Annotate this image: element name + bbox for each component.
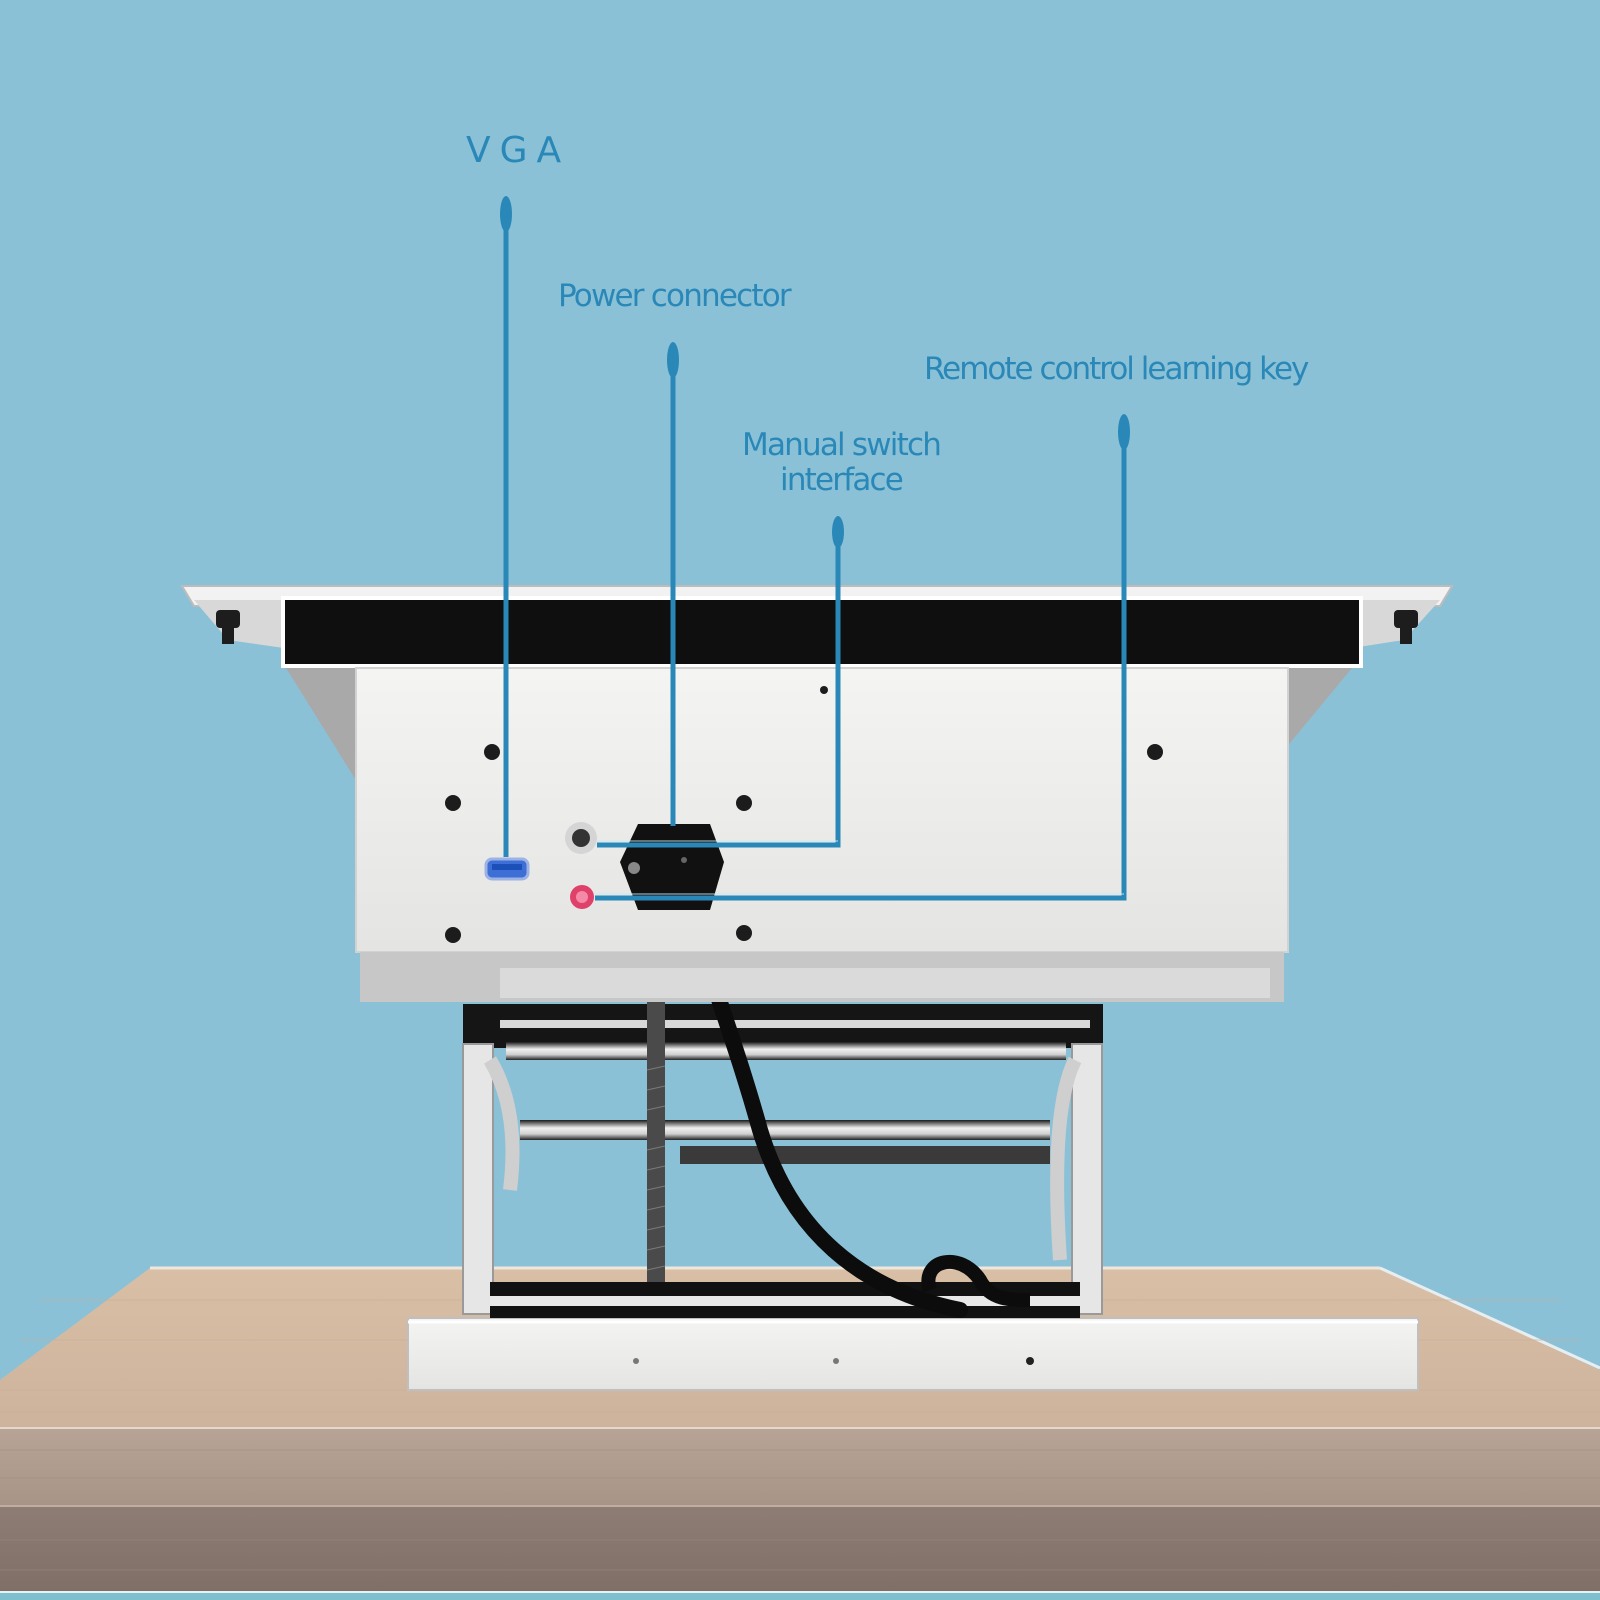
label-vga: VGA xyxy=(466,130,571,171)
label-manual-switch-line2: interface xyxy=(780,462,904,498)
lift-mechanism xyxy=(462,958,1103,1318)
housing-screws xyxy=(445,686,1163,943)
learning-key-button xyxy=(570,885,594,909)
base-plate xyxy=(407,1317,1419,1391)
label-remote-control-learning-key: Remote control learning key xyxy=(924,351,1309,387)
manual-switch-callout-line xyxy=(597,520,841,848)
vga-port xyxy=(484,857,530,881)
remote-callout-line xyxy=(595,418,1127,901)
callout-tips xyxy=(500,196,1130,548)
toggle-switch xyxy=(565,822,597,854)
device-housing xyxy=(180,585,1454,1002)
label-power-connector: Power connector xyxy=(558,278,792,314)
label-manual-switch-interface: Manual switch interface xyxy=(742,427,942,498)
label-manual-switch-line1: Manual switch xyxy=(742,427,942,463)
callout-lines xyxy=(503,200,1127,901)
wooden-table xyxy=(0,1266,1600,1600)
